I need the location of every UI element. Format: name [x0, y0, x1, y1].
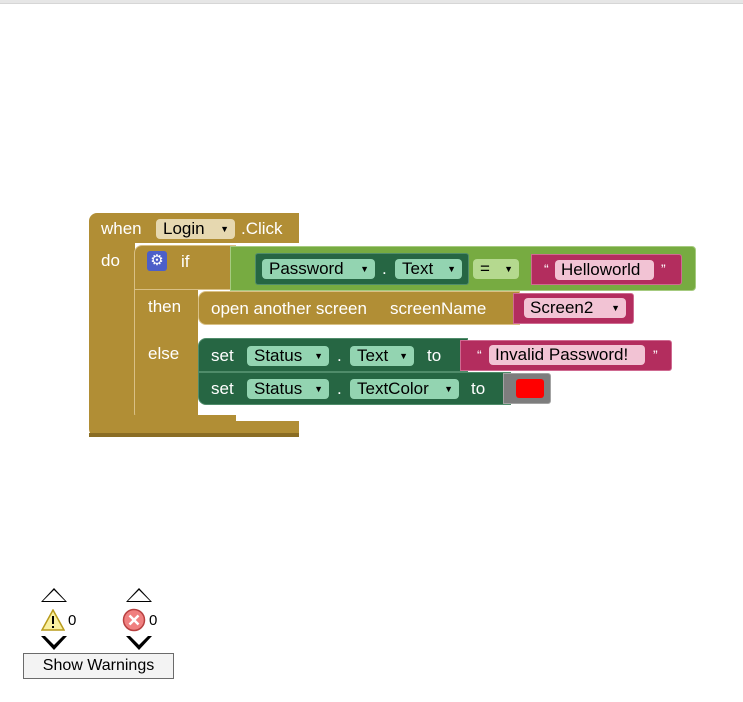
show-warnings-button[interactable]: Show Warnings — [23, 653, 174, 679]
event-block-login-click[interactable]: when Login ▼ .Click do — [89, 213, 299, 437]
error-count: 0 — [149, 612, 158, 629]
text-property-dropdown[interactable]: Text ▼ — [395, 259, 462, 279]
helloworld-value[interactable]: Helloworld — [555, 260, 654, 280]
invalid-password-string-block[interactable]: “ Invalid Password! ” — [460, 340, 672, 371]
open-another-screen-block[interactable]: open another screen screenName — [198, 291, 520, 325]
top-border — [0, 0, 743, 4]
error-prev-arrow-icon[interactable] — [126, 588, 152, 602]
set-status-textcolor-block[interactable]: set Status ▼ . TextColor ▼ to — [198, 372, 511, 405]
invalid-password-text: Invalid Password! — [495, 345, 629, 364]
to-label: to — [427, 346, 442, 365]
password-component-label: Password — [269, 259, 344, 278]
chevron-down-icon: ▼ — [220, 224, 229, 234]
if-then-else-block[interactable]: ⚙ if then else — [134, 245, 236, 421]
screen-name-param: screenName — [390, 299, 487, 318]
text-property-label: Text — [357, 346, 389, 365]
color-block[interactable] — [503, 373, 551, 404]
quote-open: “ — [477, 347, 482, 363]
helloworld-text: Helloworld — [561, 260, 641, 279]
settings-gear-icon[interactable]: ⚙ — [147, 251, 167, 271]
chevron-down-icon: ▼ — [444, 384, 453, 394]
login-component-dropdown[interactable]: Login ▼ — [156, 219, 235, 239]
color-swatch-red[interactable] — [516, 379, 544, 398]
chevron-down-icon: ▼ — [504, 264, 513, 274]
set-label: set — [211, 379, 234, 398]
error-next-arrow-icon[interactable] — [126, 634, 152, 650]
screen2-string-block[interactable]: Screen2 ▼ — [513, 293, 634, 324]
quote-open: “ — [544, 261, 549, 277]
chevron-down-icon: ▼ — [399, 351, 408, 361]
else-label: else — [148, 344, 180, 363]
text-property-label: Text — [402, 259, 434, 278]
warning-next-arrow-icon[interactable] — [41, 634, 67, 650]
text-property-dropdown[interactable]: Text ▼ — [350, 346, 414, 366]
chevron-down-icon: ▼ — [360, 264, 369, 274]
chevron-down-icon: ▼ — [611, 303, 620, 313]
status-component-dropdown[interactable]: Status ▼ — [247, 379, 329, 399]
invalid-password-value[interactable]: Invalid Password! — [489, 345, 645, 365]
screen2-text: Screen2 — [530, 298, 594, 317]
quote-close: ” — [653, 347, 658, 363]
password-text-getter[interactable]: Password ▼ . Text ▼ — [255, 253, 469, 285]
chevron-down-icon: ▼ — [447, 264, 456, 274]
dot-separator: . — [382, 259, 387, 278]
status-component-label: Status — [254, 346, 303, 365]
screen2-dropdown[interactable]: Screen2 ▼ — [524, 298, 626, 318]
open-screen-label: open another screen — [211, 299, 367, 318]
if-label: if — [181, 252, 190, 271]
status-component-label: Status — [254, 379, 303, 398]
to-label: to — [471, 379, 486, 398]
chevron-down-icon: ▼ — [314, 351, 323, 361]
warning-triangle-icon — [41, 609, 65, 631]
set-status-text-block[interactable]: set Status ▼ . Text ▼ to — [198, 338, 468, 372]
dot-separator: . — [337, 346, 342, 365]
password-component-dropdown[interactable]: Password ▼ — [262, 259, 375, 279]
chevron-down-icon: ▼ — [314, 384, 323, 394]
then-label: then — [148, 297, 182, 316]
do-label: do — [101, 251, 120, 270]
login-component-label: Login — [163, 219, 205, 238]
dot-separator: . — [337, 379, 342, 398]
warning-prev-arrow-icon[interactable] — [41, 588, 67, 602]
textcolor-property-dropdown[interactable]: TextColor ▼ — [350, 379, 459, 399]
set-label: set — [211, 346, 234, 365]
status-component-dropdown[interactable]: Status ▼ — [247, 346, 329, 366]
error-x-icon — [122, 608, 146, 632]
warning-count: 0 — [68, 612, 77, 629]
compare-block[interactable]: Password ▼ . Text ▼ = ▼ “ Helloworld ” — [230, 246, 696, 291]
event-name-label: .Click — [241, 219, 283, 238]
when-label: when — [101, 219, 142, 238]
textcolor-property-label: TextColor — [357, 379, 429, 398]
operator-label: = — [480, 259, 490, 278]
quote-close: ” — [661, 261, 666, 277]
operator-dropdown[interactable]: = ▼ — [473, 259, 519, 279]
helloworld-string-block[interactable]: “ Helloworld ” — [531, 254, 682, 285]
